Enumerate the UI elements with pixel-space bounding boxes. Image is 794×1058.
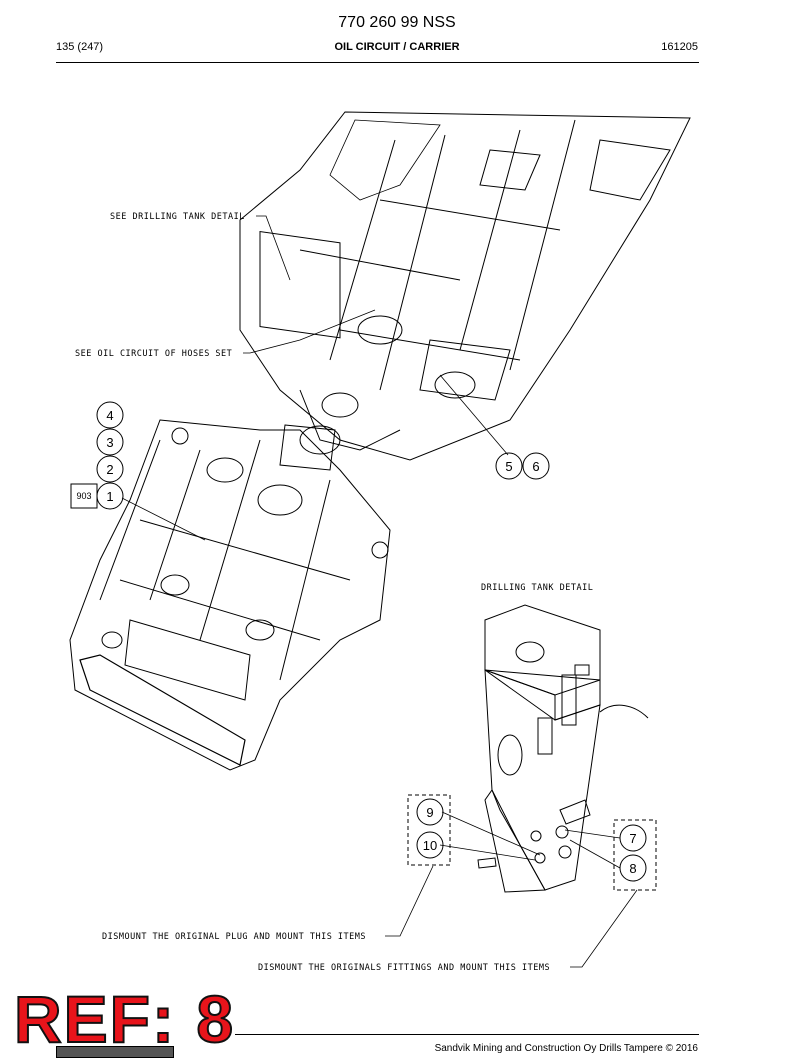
balloon-5	[495, 452, 523, 480]
balloon-label-3: 3	[106, 435, 113, 450]
balloon-label-9: 9	[426, 805, 433, 820]
drilling-tank-drawing	[477, 604, 649, 893]
footer-rule	[235, 1034, 699, 1035]
balloon-9	[416, 798, 444, 826]
balloon-10	[416, 831, 444, 859]
box-label-903: 903	[76, 491, 91, 501]
carrier-frame-lower	[69, 419, 391, 771]
leader-lines	[121, 215, 638, 968]
document-number: 770 260 99 NSS	[338, 14, 456, 31]
balloon-label-7: 7	[629, 831, 636, 846]
date-code: 161205	[661, 41, 698, 53]
note-drilling-tank-detail-title: DRILLING TANK DETAIL	[481, 583, 593, 593]
balloon-8	[619, 854, 647, 882]
balloon-label-4: 4	[106, 408, 113, 423]
dashed-box-right	[613, 819, 657, 891]
balloon-group	[70, 401, 647, 882]
note-dismount-fittings: DISMOUNT THE ORIGINALS FITTINGS AND MOUN…	[258, 963, 550, 973]
note-see-oil-circuit-hoses: SEE OIL CIRCUIT OF HOSES SET	[75, 349, 232, 359]
ref-stamp: REF: 8	[13, 982, 236, 1056]
balloon-label-1: 1	[106, 489, 113, 504]
balloon-2	[96, 455, 124, 483]
dashed-box-left	[407, 794, 451, 866]
balloon-4	[96, 401, 124, 429]
balloon-label-6: 6	[532, 459, 539, 474]
carrier-frame-upper	[239, 111, 691, 461]
balloon-3	[96, 428, 124, 456]
note-dismount-plug: DISMOUNT THE ORIGINAL PLUG AND MOUNT THI…	[102, 932, 366, 942]
balloon-label-5: 5	[505, 459, 512, 474]
box-903	[70, 483, 98, 509]
brand-logo	[56, 1046, 174, 1058]
balloon-label-10: 10	[423, 838, 437, 853]
balloon-6	[522, 452, 550, 480]
balloon-label-8: 8	[629, 861, 636, 876]
page-number: 135 (247)	[56, 41, 104, 53]
footer-copyright: Sandvik Mining and Construction Oy Drill…	[434, 1043, 698, 1054]
section-title: OIL CIRCUIT / CARRIER	[334, 41, 460, 53]
note-see-drilling-tank-detail: SEE DRILLING TANK DETAIL	[110, 212, 245, 222]
balloon-label-2: 2	[106, 462, 113, 477]
balloon-7	[619, 824, 647, 852]
header-rule	[56, 62, 699, 63]
